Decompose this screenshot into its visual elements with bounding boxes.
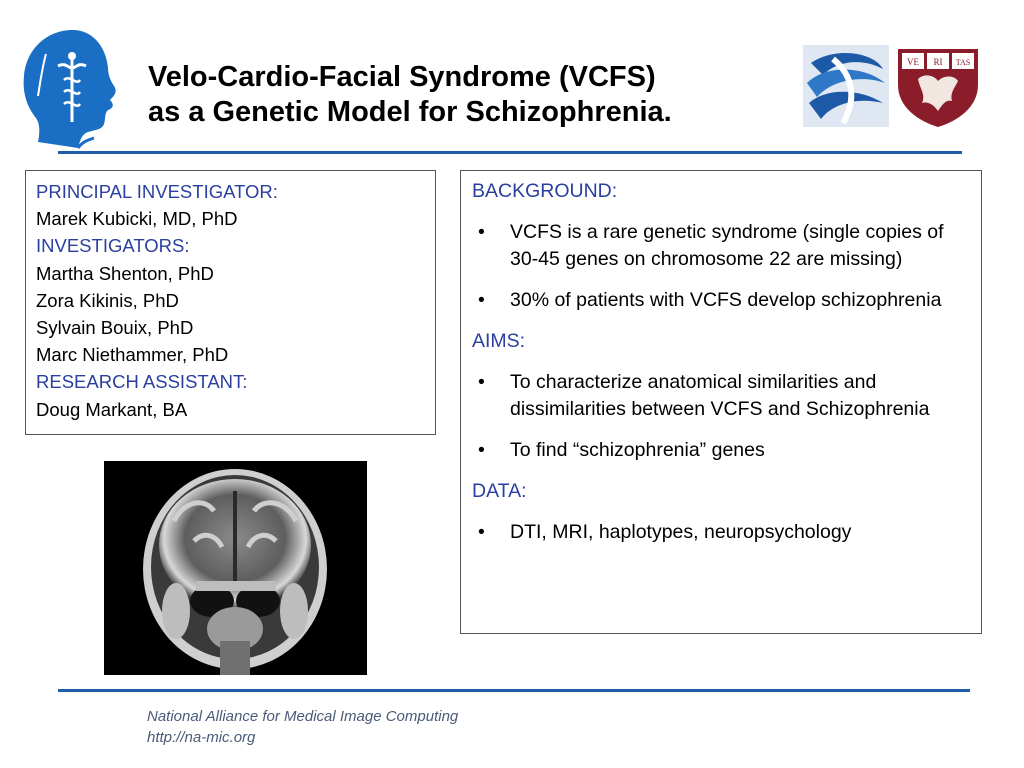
shield-book-tas: TAS <box>956 58 970 67</box>
investigator-name: Sylvain Bouix, PhD <box>36 317 194 339</box>
list-item: • 30% of patients with VCFS develop schiz… <box>472 287 970 314</box>
list-item: • To find “schizophrenia” genes <box>472 437 970 464</box>
pi-heading: PRINCIPAL INVESTIGATOR: <box>36 181 278 202</box>
list-item-text: DTI, MRI, haplotypes, neuropsychology <box>510 521 852 543</box>
shield-book-ve: VE <box>907 57 919 67</box>
background-heading: BACKGROUND: <box>472 180 618 202</box>
harvard-shield-logo-icon: VE RI TAS <box>894 45 982 129</box>
list-item-text: To find “schizophrenia” genes <box>510 439 765 461</box>
pi-name: Marek Kubicki, MD, PhD <box>36 208 238 230</box>
footer-url-link[interactable]: http://na-mic.org <box>147 729 256 746</box>
bullet-glyph: • <box>478 439 485 461</box>
list-item-text: 30% of patients with VCFS develop schizo… <box>510 289 942 311</box>
aims-heading: AIMS: <box>472 330 526 352</box>
page-title: Velo-Cardio-Facial Syndrome (VCFS) as a … <box>148 60 672 130</box>
namic-head-logo-icon <box>18 24 128 154</box>
title-line-1: Velo-Cardio-Facial Syndrome (VCFS) <box>148 61 656 93</box>
investigator-name: Zora Kikinis, PhD <box>36 289 179 311</box>
investigators-heading: INVESTIGATORS: <box>36 235 190 257</box>
list-item-text: VCFS is a rare genetic syndrome (single … <box>510 221 944 270</box>
ra-heading: RESEARCH ASSISTANT: <box>36 371 248 393</box>
bullet-glyph: • <box>478 289 485 311</box>
footer-org: National Alliance for Medical Image Comp… <box>147 708 459 725</box>
header-divider <box>58 151 962 154</box>
investigator-name: Marc Niethammer, PhD <box>36 344 229 366</box>
background-list: • VCFS is a rare genetic syndrome (single… <box>472 219 970 314</box>
investigator-name: Martha Shenton, PhD <box>36 262 214 284</box>
investigators-box: PRINCIPAL INVESTIGATOR: Marek Kubicki, M… <box>25 170 436 435</box>
list-item: • DTI, MRI, haplotypes, neuropsychology <box>472 519 970 546</box>
bullet-glyph: • <box>478 521 485 543</box>
mri-brain-image <box>104 461 367 675</box>
list-item: • VCFS is a rare genetic syndrome (single… <box>472 219 970 273</box>
aims-list: • To characterize anatomical similarities… <box>472 369 970 464</box>
list-item-text: To characterize anatomical similarities … <box>510 371 930 420</box>
list-item: • To characterize anatomical similarities… <box>472 369 970 423</box>
ucsd-swirl-logo-icon <box>803 45 889 127</box>
title-line-2: as a Genetic Model for Schizophrenia. <box>148 96 672 128</box>
footer-divider <box>58 689 970 692</box>
study-summary-box: BACKGROUND: • VCFS is a rare genetic synd… <box>460 170 982 634</box>
shield-book-ri: RI <box>934 57 943 67</box>
ra-name: Doug Markant, BA <box>36 398 188 420</box>
data-heading: DATA: <box>472 480 527 502</box>
bullet-glyph: • <box>478 221 485 243</box>
bullet-glyph: • <box>478 371 485 393</box>
data-list: • DTI, MRI, haplotypes, neuropsychology <box>472 519 970 546</box>
footer: National Alliance for Medical Image Comp… <box>147 706 458 748</box>
